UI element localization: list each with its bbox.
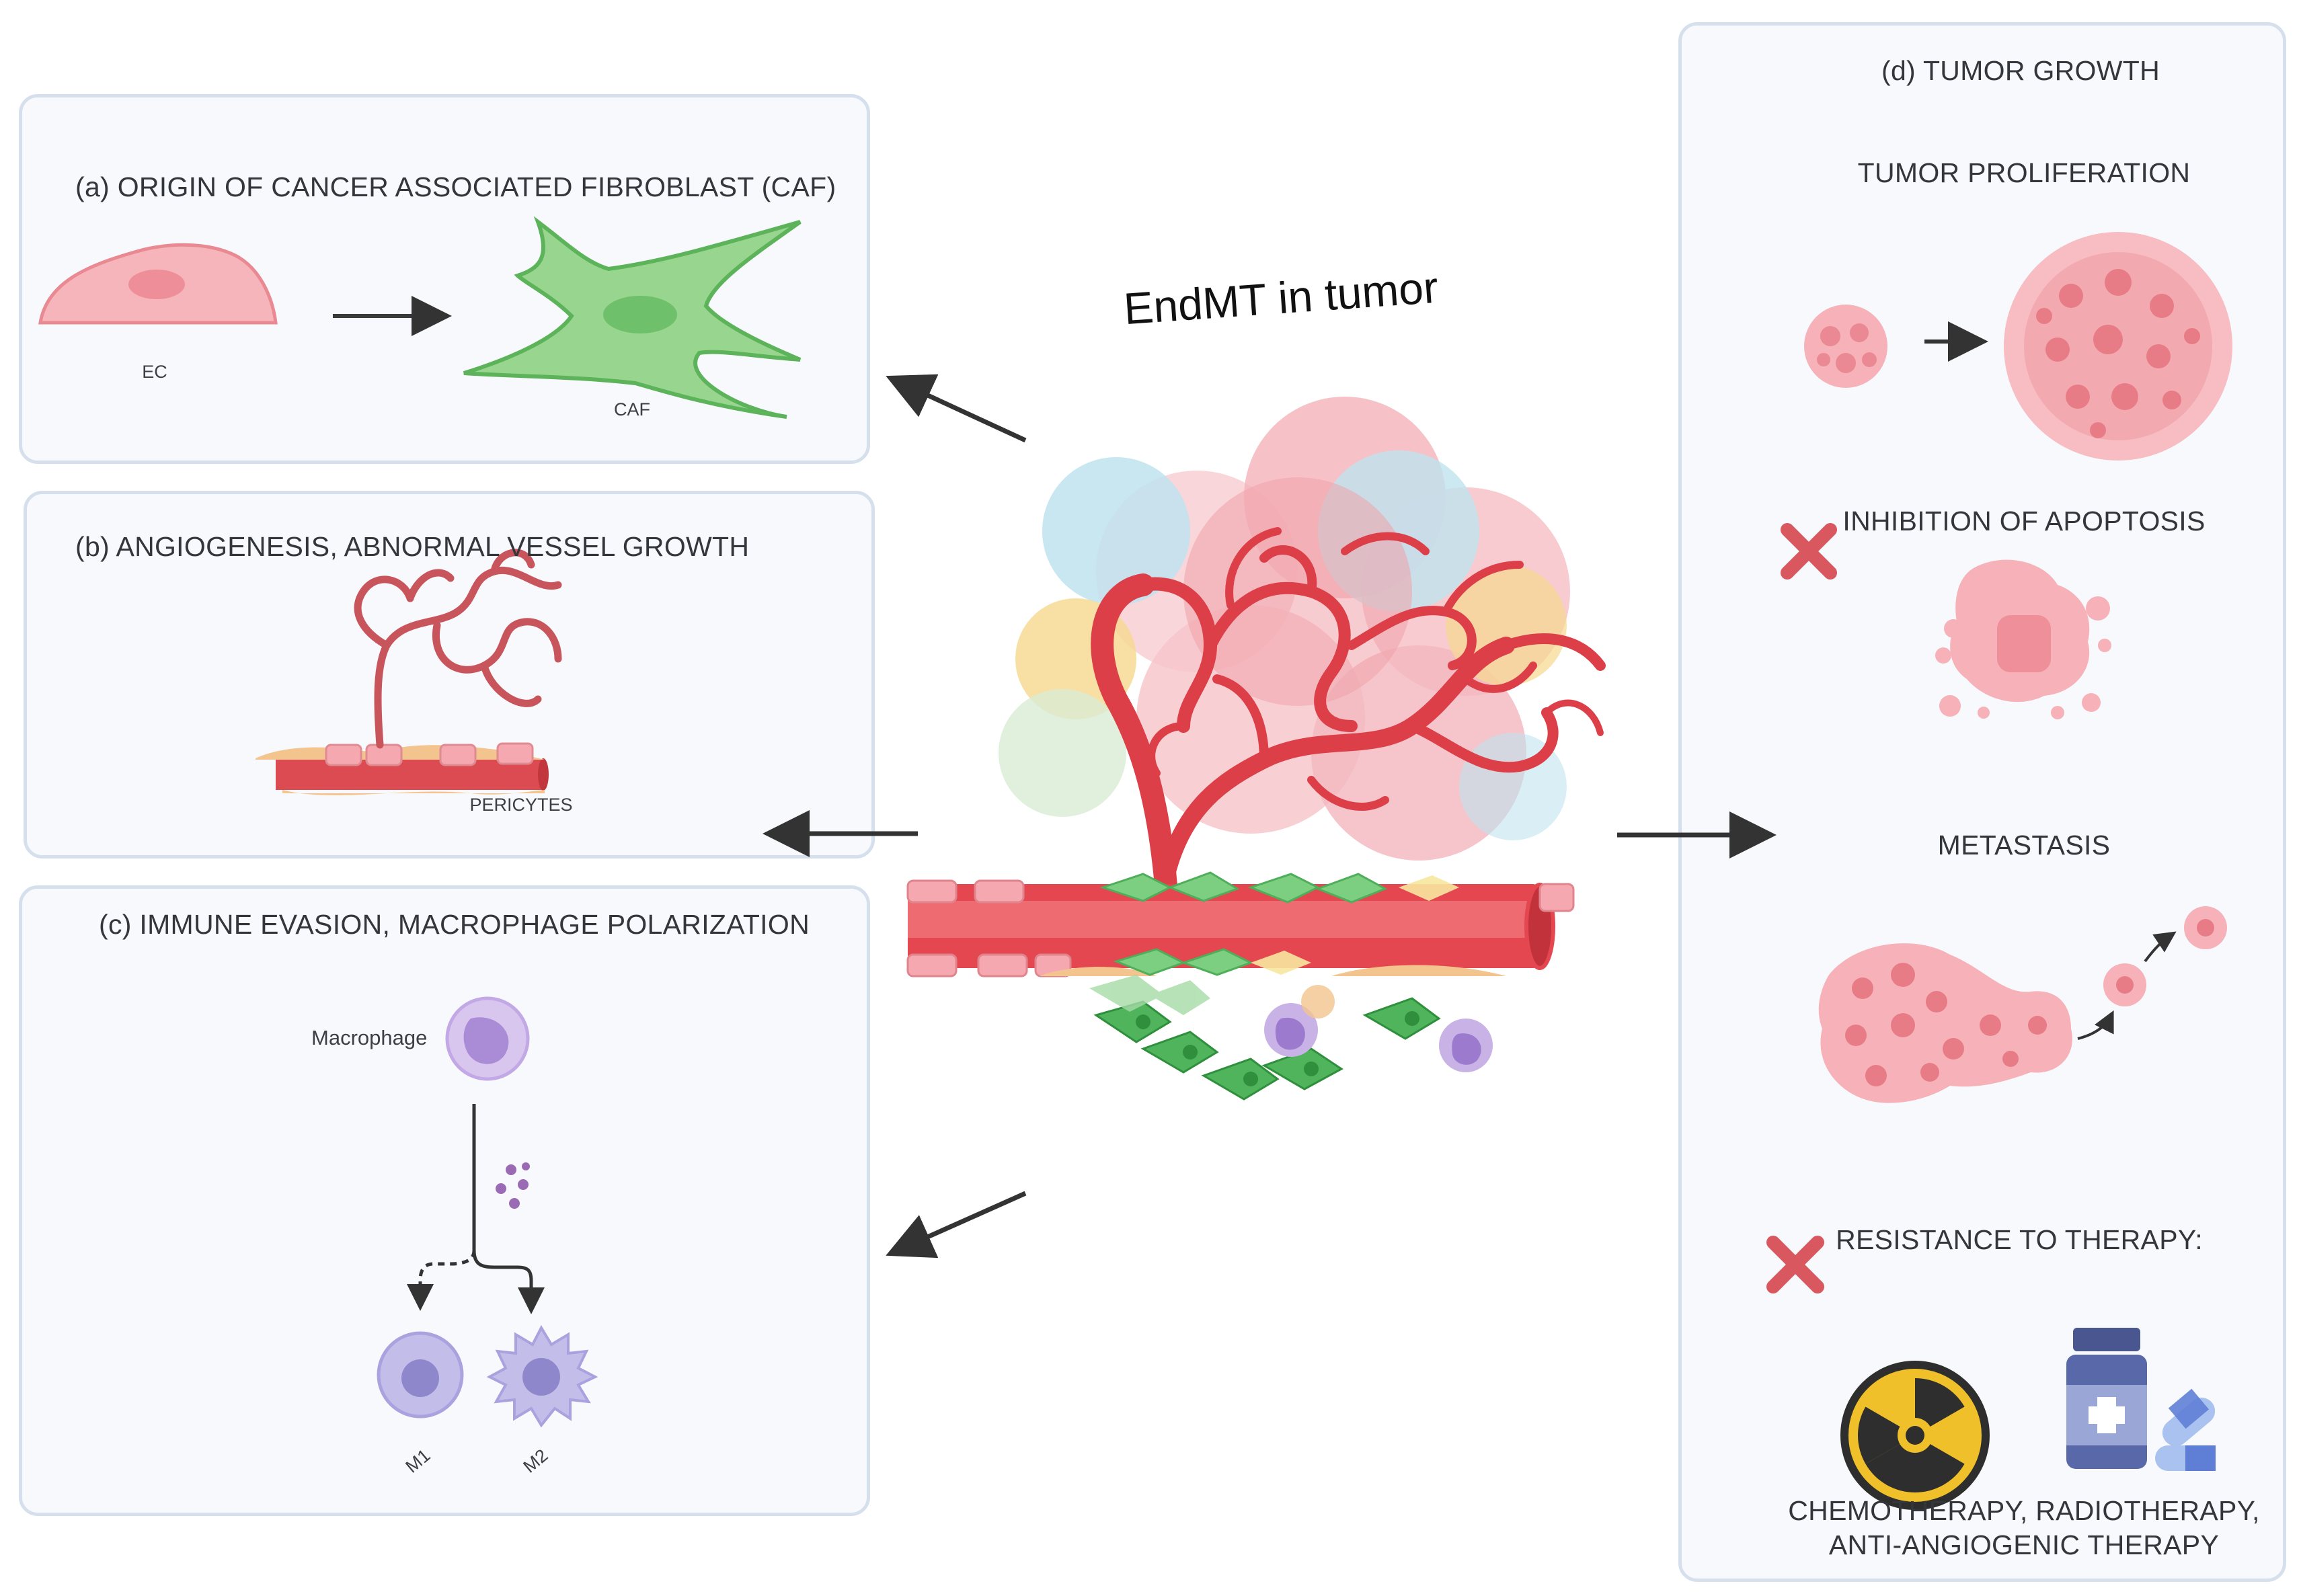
metastasis-tumor-icon xyxy=(1818,943,2072,1103)
vessel-sprouting-icon xyxy=(256,549,562,796)
cross-icon xyxy=(1781,523,1837,580)
macrophage-icon xyxy=(445,996,530,1081)
apoptotic-cell-icon xyxy=(1935,559,2111,719)
small-tumor-icon xyxy=(1804,305,1887,388)
arrow-icon xyxy=(2077,1010,2114,1040)
metastatic-cell-icon xyxy=(2184,906,2227,949)
arrow-icon xyxy=(886,1191,1027,1259)
fibroblast-caf-icon xyxy=(463,216,802,419)
endothelial-cell-icon xyxy=(38,243,278,325)
tumor-vessels-icon xyxy=(1091,527,1606,906)
m2-macrophage-icon xyxy=(486,1324,598,1428)
stromal-cells-icon xyxy=(1089,975,1493,1101)
large-tumor-icon xyxy=(2004,232,2232,461)
arrow-icon xyxy=(2144,931,2177,963)
tumor-mass-icon xyxy=(999,397,1570,861)
arrow-icon xyxy=(472,1104,545,1314)
arrow-icon xyxy=(886,374,1027,443)
panel-immune-evasion xyxy=(19,885,870,1516)
m1-macrophage-icon xyxy=(377,1331,464,1419)
cross-icon xyxy=(1766,1236,1824,1293)
medicine-bottle-icon xyxy=(2066,1328,2147,1469)
panel-angiogenesis xyxy=(24,491,875,859)
arrow-icon xyxy=(407,1250,476,1311)
metastatic-cell-icon xyxy=(2103,963,2146,1006)
capsule-icon xyxy=(2155,1388,2216,1471)
blood-vessel-icon xyxy=(906,871,1575,977)
radiation-icon xyxy=(1840,1361,1990,1510)
cytokine-dots-icon xyxy=(496,1162,530,1209)
